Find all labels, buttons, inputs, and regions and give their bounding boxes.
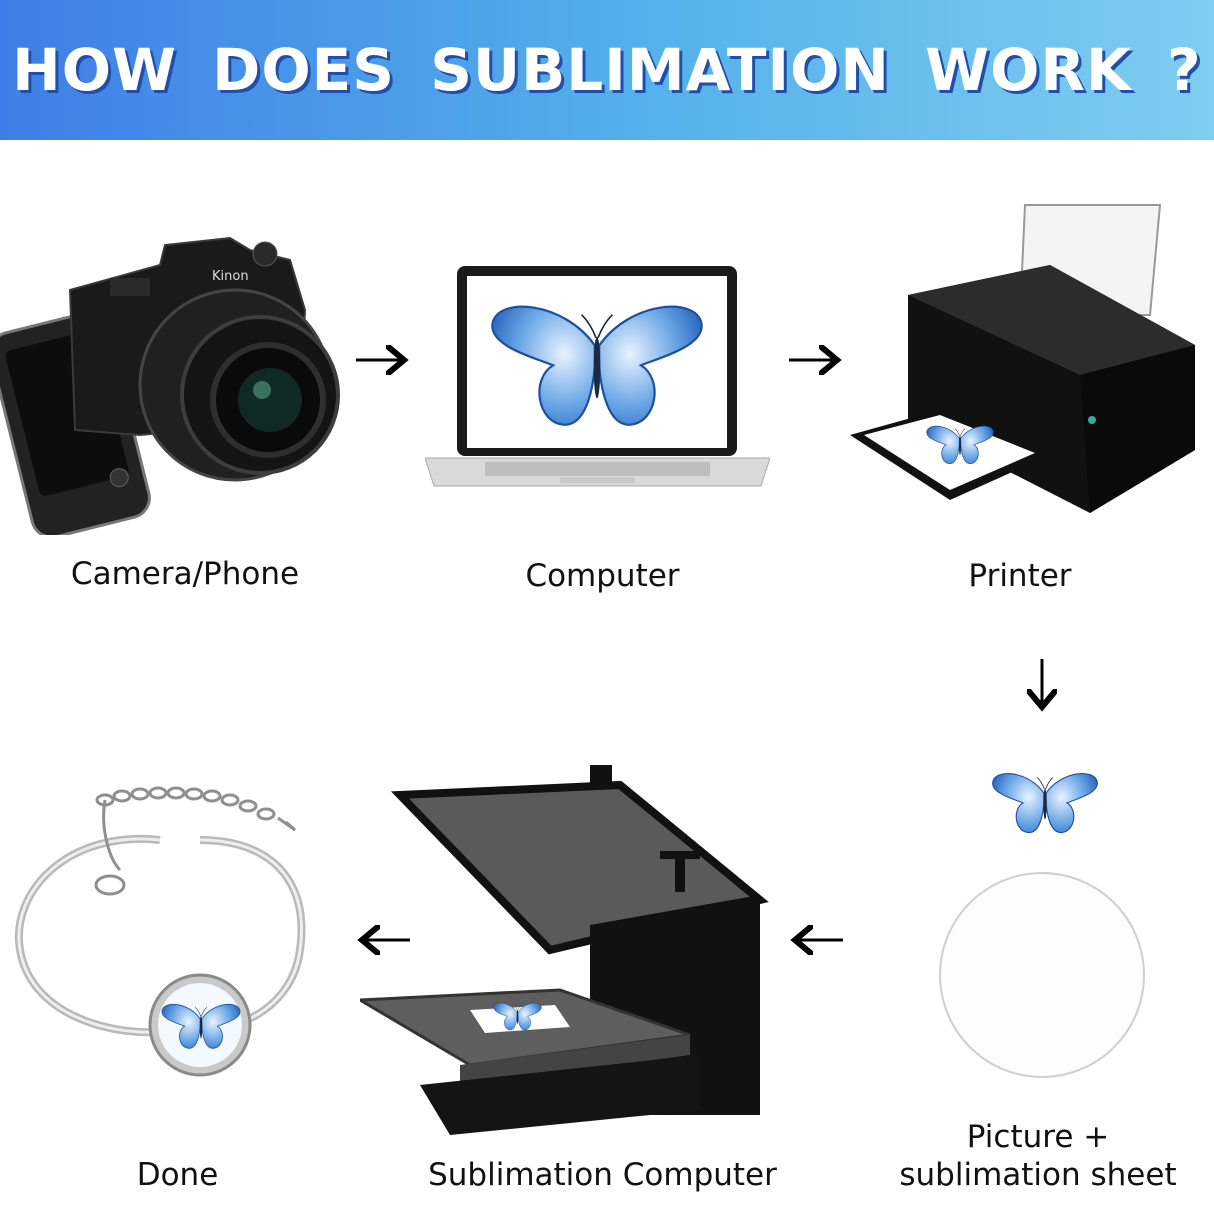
- arrow-left-icon: [785, 925, 843, 955]
- step-label-sublimation-computer: Sublimation Computer: [428, 1157, 777, 1193]
- step-label-camera-phone: Camera/Phone: [70, 556, 300, 592]
- page-title: HOW DOES SUBLIMATION WORK ?: [12, 36, 1202, 104]
- header-banner: [0, 0, 1214, 140]
- camera-phone-illustration: Kinon: [0, 236, 340, 535]
- heat-press-illustration: [360, 765, 769, 1135]
- butterfly-picture-icon: [992, 773, 1098, 834]
- step-label-done: Done: [136, 1157, 219, 1193]
- camera-brand-text: Kinon: [212, 269, 249, 284]
- chain-icon: [94, 786, 296, 896]
- step-label-printer: Printer: [968, 558, 1072, 594]
- bracelet-illustration: [14, 786, 306, 1077]
- arrow-right-icon: [789, 345, 847, 375]
- arrow-down-icon: [1027, 659, 1057, 717]
- step-label-computer: Computer: [525, 558, 680, 594]
- sublimation-sheet-circle: [939, 872, 1145, 1078]
- arrow-left-icon: [352, 925, 410, 955]
- arrow-right-icon: [356, 345, 414, 375]
- printer-illustration: [850, 204, 1195, 513]
- step-label-picture-sheet: Picture + sublimation sheet: [899, 1119, 1177, 1193]
- laptop-illustration: [425, 266, 770, 487]
- camera-icon: Kinon: [68, 236, 340, 482]
